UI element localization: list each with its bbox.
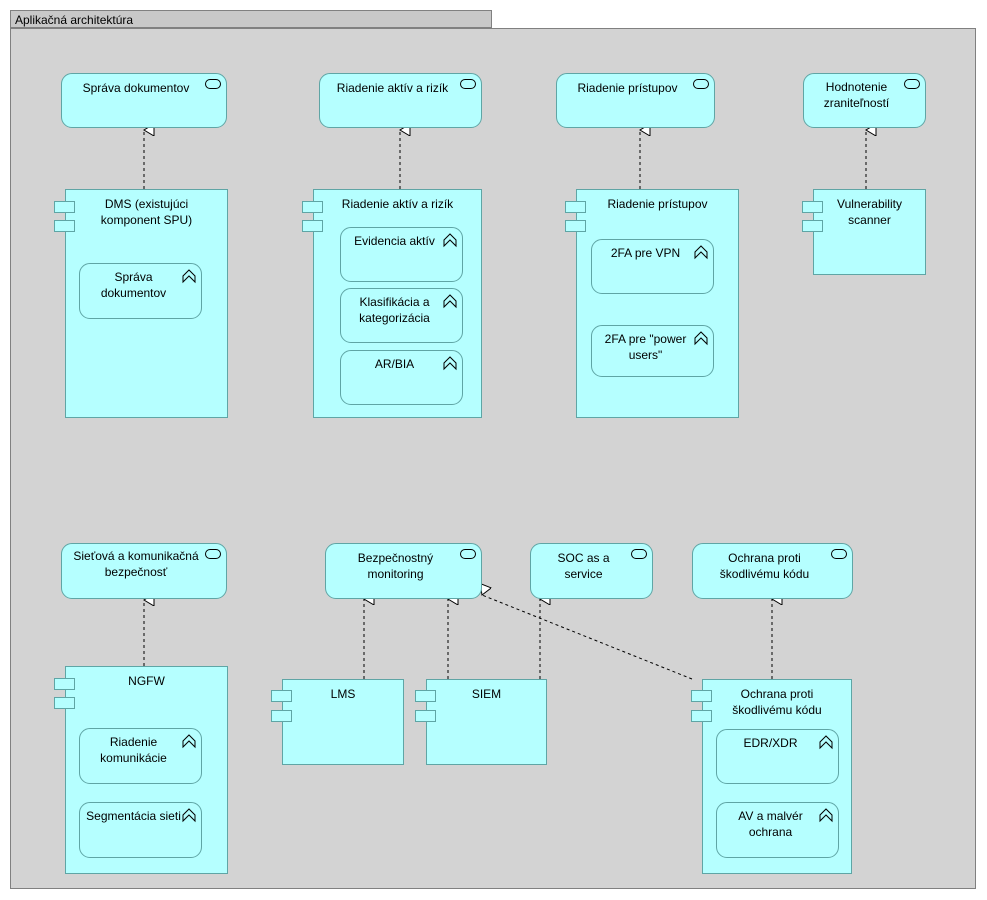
function-icon <box>819 735 833 750</box>
component-port-icon <box>302 220 323 232</box>
component-port-icon <box>691 710 712 722</box>
function-label: AV a malvér ochrana <box>738 809 803 839</box>
function-icon <box>443 356 457 371</box>
service-label: Sieťová a komunikačná bezpečnosť <box>73 549 199 579</box>
service-riadenie-pristupov[interactable]: Riadenie prístupov <box>556 73 715 128</box>
component-label: Riadenie aktív a rizík <box>341 197 454 211</box>
component-port-icon <box>302 201 323 213</box>
service-icon <box>693 79 709 89</box>
function-icon <box>694 245 708 260</box>
function-2fa-vpn[interactable]: 2FA pre VPN <box>591 239 714 294</box>
component-port-icon <box>565 201 586 213</box>
service-hodnotenie[interactable]: Hodnotenie zraniteľností <box>803 73 926 128</box>
service-label: Riadenie prístupov <box>577 81 678 95</box>
function-label: Evidencia aktív <box>354 234 435 248</box>
component-vulnerability-scanner[interactable]: Vulnerability scanner <box>813 189 926 275</box>
component-port-icon <box>415 710 436 722</box>
group-tab[interactable]: Aplikačná architektúra <box>10 10 492 28</box>
function-label: 2FA pre "power users" <box>604 332 687 362</box>
function-edr-xdr[interactable]: EDR/XDR <box>716 729 839 784</box>
function-2fa-power-users[interactable]: 2FA pre "power users" <box>591 325 714 377</box>
service-icon <box>205 79 221 89</box>
component-port-icon <box>802 220 823 232</box>
component-port-icon <box>565 220 586 232</box>
function-icon <box>819 808 833 823</box>
service-label: Hodnotenie zraniteľností <box>823 80 890 110</box>
component-label: SIEM <box>471 687 502 701</box>
function-label: Riadenie komunikácie <box>100 735 167 765</box>
component-label: DMS (existujúci komponent SPU) <box>100 197 193 227</box>
function-icon <box>443 233 457 248</box>
component-port-icon <box>691 690 712 702</box>
component-port-icon <box>802 201 823 213</box>
realization-line <box>482 595 693 680</box>
service-sietova-bezpecnost[interactable]: Sieťová a komunikačná bezpečnosť <box>61 543 227 599</box>
service-label: SOC as a service <box>557 551 610 581</box>
function-label: EDR/XDR <box>743 736 798 750</box>
service-label: Ochrana proti škodlivému kódu <box>719 551 810 581</box>
service-soc[interactable]: SOC as a service <box>530 543 653 599</box>
component-label: Vulnerability scanner <box>837 197 902 227</box>
component-port-icon <box>54 678 75 690</box>
component-siem[interactable]: SIEM <box>426 679 547 765</box>
function-label: Správa dokumentov <box>100 270 167 300</box>
function-ar-bia[interactable]: AR/BIA <box>340 350 463 405</box>
component-port-icon <box>54 697 75 709</box>
component-port-icon <box>54 220 75 232</box>
service-bezpecnostny-monitoring[interactable]: Bezpečnostný monitoring <box>325 543 482 599</box>
function-evidencia-aktiv[interactable]: Evidencia aktív <box>340 227 463 282</box>
function-segmentacia[interactable]: Segmentácia sieti <box>79 802 202 858</box>
service-icon <box>205 549 221 559</box>
service-label: Správa dokumentov <box>82 81 190 95</box>
component-label: LMS <box>330 687 356 701</box>
function-label: AR/BIA <box>374 357 415 371</box>
component-lms[interactable]: LMS <box>282 679 404 765</box>
service-label: Bezpečnostný monitoring <box>357 551 434 581</box>
component-label: Riadenie prístupov <box>607 197 708 211</box>
service-ochrana[interactable]: Ochrana proti škodlivému kódu <box>692 543 853 599</box>
service-riadenie-aktiv[interactable]: Riadenie aktív a rizík <box>319 73 482 128</box>
function-icon <box>694 331 708 346</box>
component-port-icon <box>415 690 436 702</box>
function-klasifikacia[interactable]: Klasifikácia a kategorizácia <box>340 288 463 343</box>
service-icon <box>460 79 476 89</box>
function-label: Segmentácia sieti <box>86 809 181 823</box>
function-av-malver[interactable]: AV a malvér ochrana <box>716 802 839 858</box>
function-icon <box>182 808 196 823</box>
function-icon <box>182 734 196 749</box>
component-label: Ochrana proti škodlivému kódu <box>732 687 822 717</box>
component-port-icon <box>271 690 292 702</box>
function-icon <box>182 269 196 284</box>
service-sprava-dokumentov[interactable]: Správa dokumentov <box>61 73 227 128</box>
service-icon <box>631 549 647 559</box>
function-riadenie-komunikacie[interactable]: Riadenie komunikácie <box>79 728 202 784</box>
service-icon <box>460 549 476 559</box>
service-icon <box>904 79 920 89</box>
service-icon <box>831 549 847 559</box>
function-sprava-dokumentov[interactable]: Správa dokumentov <box>79 263 202 319</box>
component-port-icon <box>271 710 292 722</box>
component-label: NGFW <box>128 674 165 688</box>
function-icon <box>443 294 457 309</box>
component-port-icon <box>54 201 75 213</box>
function-label: Klasifikácia a kategorizácia <box>359 295 430 325</box>
group-title: Aplikačná architektúra <box>15 13 134 27</box>
service-label: Riadenie aktív a rizík <box>336 81 449 95</box>
component-riadenie-pristupov[interactable]: Riadenie prístupov <box>576 189 739 418</box>
function-label: 2FA pre VPN <box>610 246 681 260</box>
